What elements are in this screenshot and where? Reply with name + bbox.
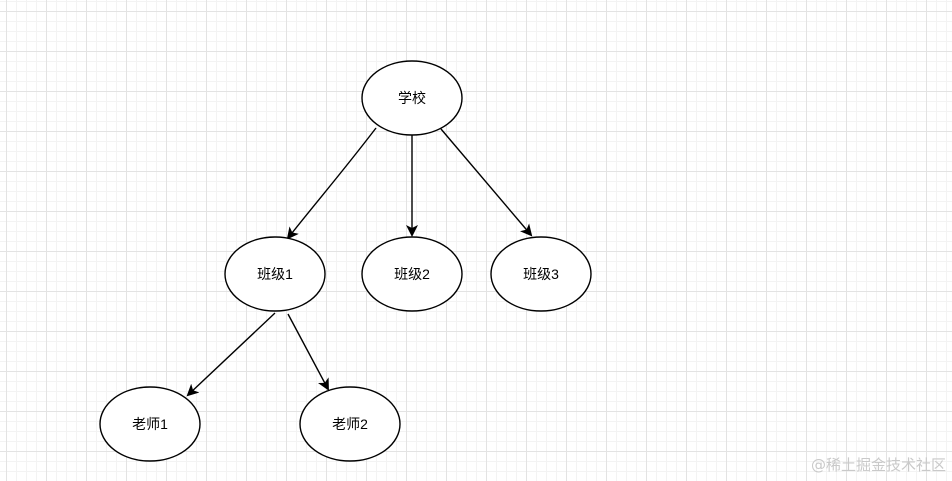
edge-school-class1 (286, 127, 377, 240)
node-class3[interactable]: 班级3 (490, 236, 592, 312)
node-school[interactable]: 学校 (361, 60, 463, 136)
edges (186, 127, 533, 397)
node-class1-label: 班级1 (257, 266, 293, 282)
node-school-label: 学校 (398, 90, 426, 106)
edge-class1-teacher2 (287, 313, 329, 391)
edge-class1-teacher1 (186, 312, 276, 397)
edge-school-class3 (440, 128, 533, 237)
node-class1[interactable]: 班级1 (224, 236, 326, 312)
node-teacher2-label: 老师2 (332, 416, 368, 432)
node-teacher2[interactable]: 老师2 (299, 386, 401, 462)
node-class2[interactable]: 班级2 (361, 236, 463, 312)
node-teacher1[interactable]: 老师1 (99, 386, 201, 462)
node-class2-label: 班级2 (394, 266, 430, 282)
watermark: @稀土掘金技术社区 (810, 456, 946, 474)
node-teacher1-label: 老师1 (132, 416, 168, 432)
node-class3-label: 班级3 (523, 266, 559, 282)
